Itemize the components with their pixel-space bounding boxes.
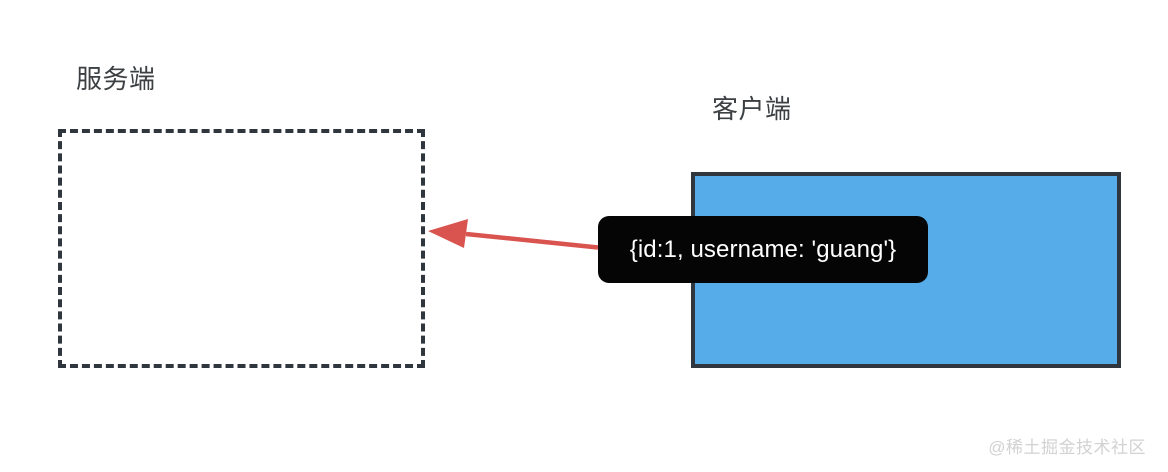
server-node-box xyxy=(58,129,425,368)
arrow-head-icon xyxy=(428,219,468,248)
payload-annotation-text: {id:1, username: 'guang'} xyxy=(629,235,897,263)
arrow-shaft xyxy=(465,231,599,250)
server-node-label: 服务端 xyxy=(76,64,156,94)
payload-annotation-chip: {id:1, username: 'guang'} xyxy=(598,216,928,283)
client-node-label: 客户端 xyxy=(712,94,792,124)
client-to-server-arrow xyxy=(428,219,599,250)
watermark-text: @稀土掘金技术社区 xyxy=(988,438,1146,457)
